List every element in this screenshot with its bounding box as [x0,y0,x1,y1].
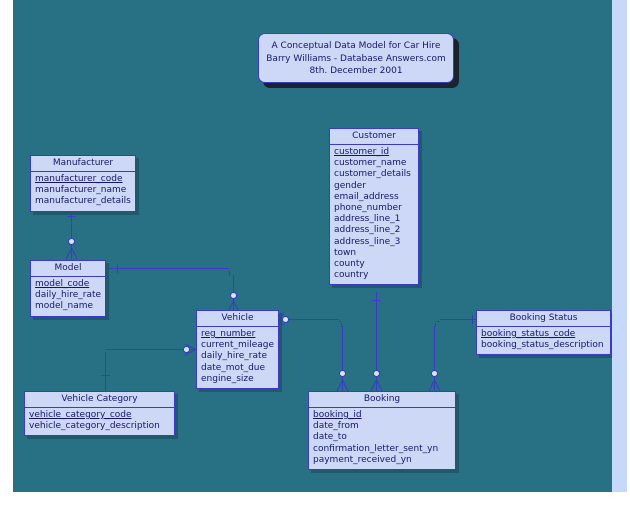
entity-attributes-booking: booking_id date_from date_to confirmatio… [309,408,455,469]
connector-bstatus-booking-h [440,319,484,320]
entity-attributes-vehicle: reg_number current_mileage daily_hire_ra… [197,327,278,388]
attribute-row: date_to [313,432,347,443]
entity-vehicle[interactable]: Vehicle reg_number current_mileage daily… [196,310,279,390]
attribute-row: town [334,247,357,258]
connector-bstatus-booking-v [434,326,435,391]
entity-manufacturer[interactable]: Manufacturer manufacturer_code manufactu… [30,155,136,212]
attribute-row: customer_details [334,169,411,180]
cardinality-one-customer-booking [372,300,381,301]
cardinality-optional-vehicle-booking [282,316,289,323]
attribute-row: phone_number [334,203,402,214]
connector-vehicle-booking-h [286,319,338,320]
attribute-row: vehicle_category_code [29,410,132,420]
attribute-row: model_code [35,279,90,289]
entity-attributes-customer: customer_id customer_name customer_detai… [330,145,418,284]
diagram-title-note: A Conceptual Data Model for Car Hire Bar… [258,33,454,83]
connector-vehicle-booking-elbow-v [341,323,342,327]
entity-booking-status[interactable]: Booking Status booking_status_code booki… [476,310,611,356]
title-note-line-3: 8th. December 2001 [309,66,403,76]
connector-model-vehicle-h [106,268,220,269]
attribute-row: vehicle_category_description [29,421,160,432]
attribute-row: address_line_1 [334,214,401,225]
entity-title-booking: Booking [309,392,455,408]
crowsfoot-bstatus-booking [428,380,441,391]
cardinality-optional-vcategory-vehicle [183,346,190,353]
cardinality-optional-manufacturer-model [68,238,75,245]
attribute-row: reg_number [201,329,256,339]
entity-title-model: Model [31,261,105,277]
entity-attributes-manufacturer: manufacturer_code manufacturer_name manu… [31,172,135,211]
cardinality-optional-model-vehicle [230,292,237,299]
cardinality-optional-vehicle-booking-end [339,370,346,377]
diagram-canvas: A Conceptual Data Model for Car Hire Bar… [13,0,612,492]
connector-vcategory-vehicle-elbow-h [105,349,110,350]
attribute-row: date_from [313,421,359,432]
cardinality-optional-customer-booking [373,370,380,377]
attribute-row: daily_hire_rate [201,351,268,362]
entity-booking[interactable]: Booking booking_id date_from date_to con… [308,391,456,471]
title-note-line-1: A Conceptual Data Model for Car Hire [271,41,441,51]
attribute-row: booking_status_description [481,340,604,351]
entity-title-manufacturer: Manufacturer [31,156,135,172]
cardinality-one-manufacturer-model [67,216,76,217]
attribute-row: model_name [35,301,94,312]
connector-model-vehicle-elbow [220,268,229,269]
cardinality-one-bstatus-booking [472,315,473,324]
attribute-row: email_address [334,191,399,202]
attribute-row: manufacturer_details [35,196,131,207]
entity-attributes-booking-status: booking_status_code booking_status_descr… [477,327,610,354]
connector-bstatus-booking-elbow-v [435,323,436,327]
attribute-row: confirmation_letter_sent_yn [313,443,439,454]
entity-customer[interactable]: Customer customer_id customer_name custo… [329,128,419,286]
attribute-row: daily_hire_rate [35,290,102,301]
attribute-row: engine_size [201,373,254,384]
connector-customer-booking [376,292,377,391]
attribute-row: county [334,259,365,270]
entity-attributes-vehicle-category: vehicle_category_code vehicle_category_d… [25,408,174,435]
entity-title-customer: Customer [330,129,418,145]
connector-vehicle-booking-v [342,326,343,391]
attribute-row: address_line_2 [334,225,401,236]
attribute-row: gender [334,180,366,191]
connector-vcategory-vehicle-h [109,349,196,350]
attribute-row: address_line_3 [334,236,401,247]
attribute-row: booking_id [313,410,362,420]
connector-vehicle-booking-elbow-h [337,319,339,320]
connector-vcategory-vehicle-v [105,352,106,392]
attribute-row: date_mot_due [201,362,266,373]
crowsfoot-manufacturer-model [65,248,78,259]
attribute-row: booking_status_code [481,329,576,339]
connector-model-vehicle-elbow-v [229,271,230,276]
connector-bstatus-booking-elbow-h [437,321,440,322]
attribute-row: customer_name [334,158,407,169]
attribute-row: payment_received_yn [313,454,412,465]
attribute-row: country [334,270,369,281]
crowsfoot-customer-booking [370,380,383,391]
cardinality-one-vcategory-vehicle [101,375,110,376]
entity-title-vehicle: Vehicle [197,311,278,327]
attribute-row: customer_id [334,147,390,157]
connector-manufacturer-model [71,199,72,259]
attribute-row: current_mileage [201,340,275,351]
connector-vcategory-vehicle-elbow [105,352,106,356]
entity-title-vehicle-category: Vehicle Category [25,392,174,408]
right-scroll-strip[interactable] [612,0,627,492]
attribute-row: manufacturer_code [35,174,123,184]
attribute-row: manufacturer_name [35,185,127,196]
crowsfoot-vehicle-booking-end [336,380,349,391]
entity-title-booking-status: Booking Status [477,311,610,327]
title-note-line-2: Barry Williams - Database Answers.com [266,53,446,64]
entity-vehicle-category[interactable]: Vehicle Category vehicle_category_code v… [24,391,175,437]
cardinality-one-model-vehicle [117,264,118,273]
entity-attributes-model: model_code daily_hire_rate model_name [31,277,105,316]
entity-model[interactable]: Model model_code daily_hire_rate model_n… [30,260,106,317]
connector-vehicle-booking-elbow2 [339,321,341,322]
cardinality-optional-bstatus-booking [431,370,438,377]
